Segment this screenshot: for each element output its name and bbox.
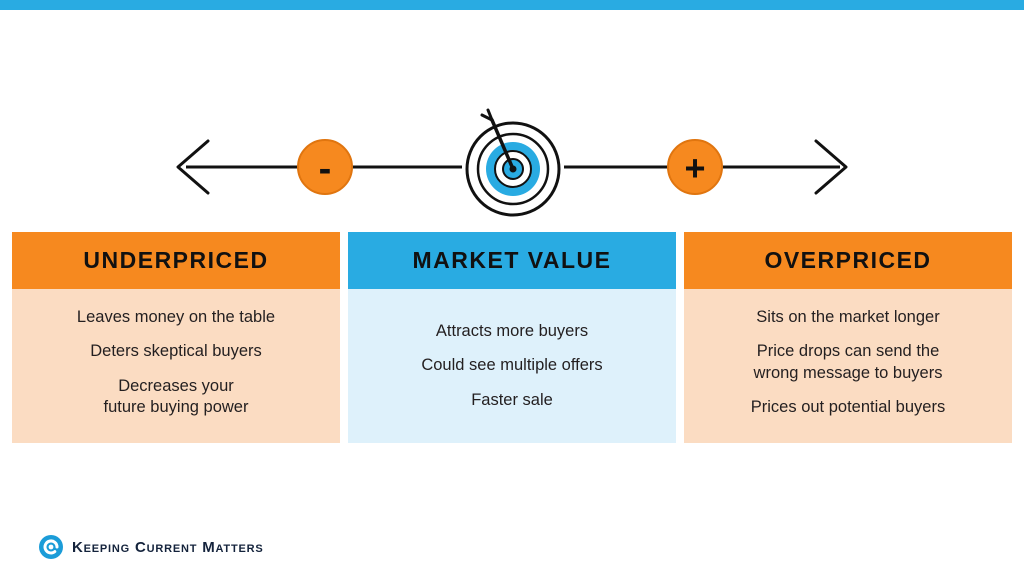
card-point: Attracts more buyers	[435, 322, 589, 340]
card-point: Sits on the market longer	[756, 308, 940, 326]
card-point: Price drops can send the wrong message t…	[753, 342, 943, 382]
right-arrowhead-icon	[814, 139, 848, 195]
card-underpriced-body: Leaves money on the table Deters skeptic…	[12, 289, 340, 443]
card-point: Faster sale	[471, 390, 553, 409]
card-point: Leaves money on the table	[76, 308, 276, 326]
bullseye-icon	[465, 108, 561, 217]
minus-icon: -	[297, 139, 353, 195]
footer-brand: Keeping Current Matters	[38, 534, 263, 560]
plus-label: +	[684, 148, 705, 189]
card-market-value-header: MARKET VALUE	[348, 232, 676, 289]
card-market-value-body: Attracts more buyers Could see multiple …	[348, 289, 676, 443]
card-market-value: MARKET VALUE Attracts more buyers Could …	[348, 232, 676, 443]
left-arrowhead-icon	[176, 139, 210, 195]
card-point: Prices out potential buyers	[750, 398, 946, 417]
card-title: OVERPRICED	[764, 247, 932, 273]
card-point: Deters skeptical buyers	[90, 342, 262, 361]
price-spectrum-diagram: - +	[176, 108, 848, 217]
card-overpriced-body: Sits on the market longer Price drops ca…	[684, 289, 1012, 443]
minus-label: -	[319, 148, 332, 190]
pricing-cards-section: UNDERPRICED Leaves money on the table De…	[12, 232, 1012, 443]
brand-name: Keeping Current Matters	[72, 538, 264, 556]
card-title: UNDERPRICED	[83, 247, 269, 273]
plus-icon: +	[667, 139, 723, 195]
dart-icon	[480, 108, 515, 171]
card-point: Could see multiple offers	[421, 356, 603, 375]
top-accent-bar	[0, 0, 1024, 10]
card-underpriced-header: UNDERPRICED	[12, 232, 340, 289]
card-overpriced: OVERPRICED Sits on the market longer Pri…	[684, 232, 1012, 443]
card-underpriced: UNDERPRICED Leaves money on the table De…	[12, 232, 340, 443]
card-point: Decreases your future buying power	[103, 376, 249, 417]
card-title: MARKET VALUE	[412, 247, 612, 273]
kcm-logo-icon	[39, 535, 63, 559]
card-overpriced-header: OVERPRICED	[684, 232, 1012, 289]
